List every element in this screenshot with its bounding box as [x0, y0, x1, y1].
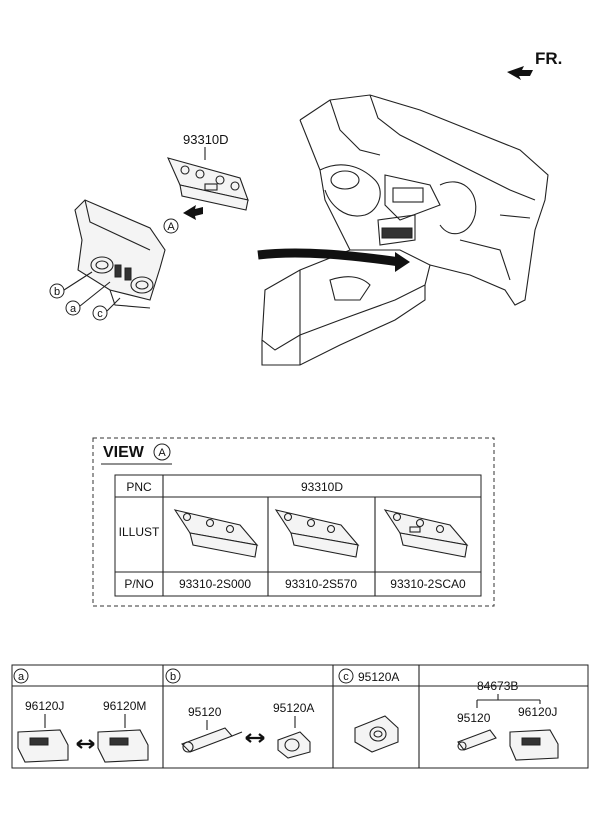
view-table: PNC 93310D ILLUST P/NO 93310-2S000 93310… [114, 474, 482, 597]
view-title-ref: A [158, 447, 166, 459]
section-c: c 95120A [338, 668, 399, 753]
callout-a: a [65, 281, 111, 316]
pnc-header: PNC [126, 480, 152, 494]
fr-label: FR. [535, 49, 562, 68]
illust-unit-3 [383, 509, 469, 558]
power-outlet-drawing [181, 727, 311, 759]
callout-b: b [49, 271, 93, 299]
illust-unit-1 [173, 509, 259, 558]
assembly-arrow [183, 205, 203, 220]
double-arrow-icon [76, 739, 95, 749]
svg-text:A: A [167, 221, 175, 233]
view-a-box: VIEW A PNC 93310D ILLUST P/NO 93310-2S00… [92, 437, 495, 607]
part-96120m: 96120M [103, 699, 146, 713]
arrow-right-icon [507, 66, 533, 80]
front-direction-indicator: FR. [507, 49, 562, 80]
callout-view-a: A [163, 218, 179, 234]
console-panel-drawing [74, 199, 166, 309]
dashboard-illustration [257, 94, 549, 366]
svg-text:a: a [70, 303, 77, 315]
bottom-parts-table: a 96120J 96120M b 95120 95120A [11, 664, 589, 769]
part-number-1: 93310-2S000 [179, 577, 251, 591]
part-95120-kit: 95120 [457, 711, 491, 725]
part-95120: 95120 [188, 705, 222, 719]
double-arrow-icon [245, 733, 265, 743]
section-b: b 95120 95120A [165, 668, 314, 759]
svg-text:b: b [54, 286, 60, 298]
illust-unit-2 [274, 509, 360, 558]
part-96120j: 96120J [25, 699, 64, 713]
socket-drawing [354, 715, 399, 753]
usb-jack-drawing [17, 729, 149, 763]
pno-header: P/NO [124, 577, 153, 591]
part-95120a: 95120A [273, 701, 314, 715]
section-4: 84673B 95120 96120J [457, 679, 559, 761]
section-a-tag: a [18, 671, 25, 683]
pnc-value: 93310D [301, 480, 343, 494]
part-number-3: 93310-2SCA0 [390, 577, 466, 591]
control-unit-drawing [167, 157, 249, 211]
part-96120j-kit: 96120J [518, 705, 557, 719]
illust-header: ILLUST [119, 525, 160, 539]
section-c-tag: c [343, 671, 349, 683]
section-a: a 96120J 96120M [13, 668, 149, 763]
view-title: VIEW [103, 444, 145, 461]
section-b-tag: b [170, 671, 176, 683]
group-part-84673b: 84673B [477, 679, 518, 693]
part-number-2: 93310-2S570 [285, 577, 357, 591]
svg-text:c: c [97, 308, 103, 320]
assembly-part-label: 93310D [183, 132, 229, 147]
main-assembly: 93310D A b [49, 132, 249, 321]
callout-c: c [92, 297, 121, 321]
section-c-part: 95120A [358, 670, 399, 684]
kit-drawing [457, 729, 559, 761]
